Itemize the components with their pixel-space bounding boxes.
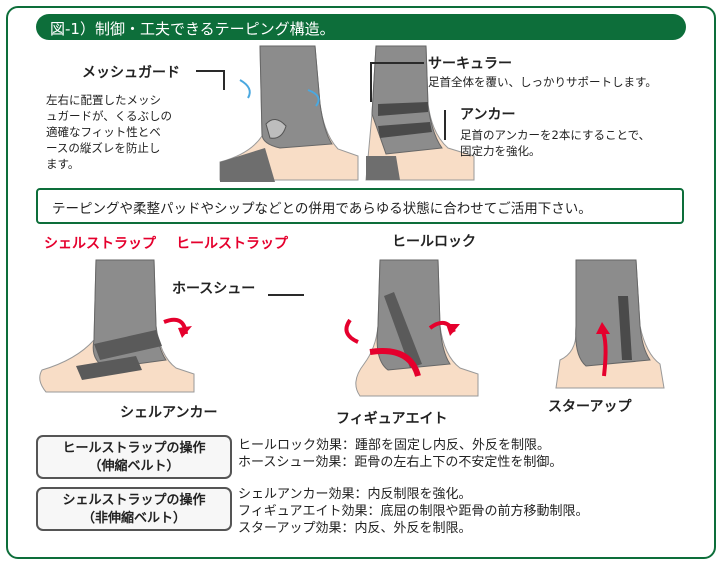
title-bar xyxy=(36,14,686,40)
stirrup-label: スターアップ xyxy=(548,399,632,415)
shell-strap-label: シェルストラップ xyxy=(44,236,156,252)
figure-eight-effect: フィギュアエイト効果：底屈の制限や距骨の前方移動制限。 xyxy=(238,504,589,519)
heel-strap-operation-title: ヒールストラップの操作 xyxy=(62,441,206,456)
horse-shoe-effect: ホースシュー効果：距骨の左右上下の不安定性を制御。 xyxy=(238,455,563,470)
shell-strap-operation-title: シェルストラップの操作 xyxy=(62,493,206,508)
horse-shoe-label: ホースシュー xyxy=(172,281,256,297)
figure-eight-label: フィギュアエイト xyxy=(336,411,448,427)
shell-strap-operation-box: シェルストラップの操作 （非伸縮ベルト） xyxy=(36,487,232,531)
shell-anchor-label: シェルアンカー xyxy=(120,405,218,421)
shell-anchor-effect: シェルアンカー効果：内反制限を強化。 xyxy=(238,487,472,502)
horse-shoe-callout xyxy=(268,294,304,296)
shell-strap-operation-subtitle: （非伸縮ベルト） xyxy=(81,511,186,526)
mesh-guard-description: 左右に配置したメッシ ュガードが、くるぶしの 適確なフィット性とベ ースの縦ズレ… xyxy=(46,92,172,172)
ankle-mesh-illustration xyxy=(219,45,359,182)
usage-banner-text: テーピングや柔整パッドやシップなどとの併用であらゆる状態に合わせてご活用下さい。 xyxy=(52,201,592,217)
mesh-guard-desc-line: ュガードが、くるぶしの xyxy=(46,109,173,123)
anchor-desc-line: 足首のアンカーを2本にすることで、 xyxy=(460,128,651,142)
mesh-guard-desc-line: ースの縦ズレを防止し xyxy=(46,141,161,155)
anchor-description: 足首のアンカーを2本にすることで、 固定力を強化。 xyxy=(460,127,650,159)
ankle-figure-eight-illustration xyxy=(344,259,479,397)
heel-strap-operation-box: ヒールストラップの操作 （伸縮ベルト） xyxy=(36,435,232,479)
mesh-guard-desc-line: 左右に配置したメッシ xyxy=(46,93,161,107)
anchor-label: アンカー xyxy=(460,107,516,123)
stirrup-effect: スターアップ効果：内反、外反を制限。 xyxy=(238,521,472,536)
heel-strap-operation-subtitle: （伸縮ベルト） xyxy=(88,459,180,474)
circular-pointer xyxy=(370,62,372,102)
anchor-desc-line: 固定力を強化。 xyxy=(460,144,541,158)
ankle-strap-illustration xyxy=(39,259,195,393)
circular-label: サーキュラー xyxy=(428,56,512,72)
heel-strap-effects: ヒールロック効果：踵部を固定し内反、外反を制限。 ホースシュー効果：距骨の左右上… xyxy=(238,437,562,471)
shell-strap-effects: シェルアンカー効果：内反制限を強化。 フィギュアエイト効果：底屈の制限や距骨の前… xyxy=(238,486,588,537)
circular-description: 足首全体を覆い、しっかりサポートします。 xyxy=(428,75,657,89)
ankle-stirrup-illustration xyxy=(555,259,665,389)
mesh-guard-desc-line: ます。 xyxy=(46,157,80,171)
mesh-guard-callout-line xyxy=(196,70,224,72)
heel-strap-label: ヒールストラップ xyxy=(176,236,288,252)
anchor-pointer xyxy=(444,110,446,140)
usage-banner xyxy=(36,188,684,224)
mesh-guard-pointer xyxy=(223,70,225,90)
circular-callout-line xyxy=(370,62,424,64)
mesh-guard-desc-line: 適確なフィット性とベ xyxy=(46,125,161,139)
ankle-circular-illustration xyxy=(365,45,475,181)
heel-lock-label: ヒールロック xyxy=(392,234,476,250)
mesh-guard-label: メッシュガード xyxy=(82,65,180,81)
heel-lock-effect: ヒールロック効果：踵部を固定し内反、外反を制限。 xyxy=(238,438,551,453)
figure-title: 図-1）制御・工夫できるテーピング構造。 xyxy=(50,20,335,38)
